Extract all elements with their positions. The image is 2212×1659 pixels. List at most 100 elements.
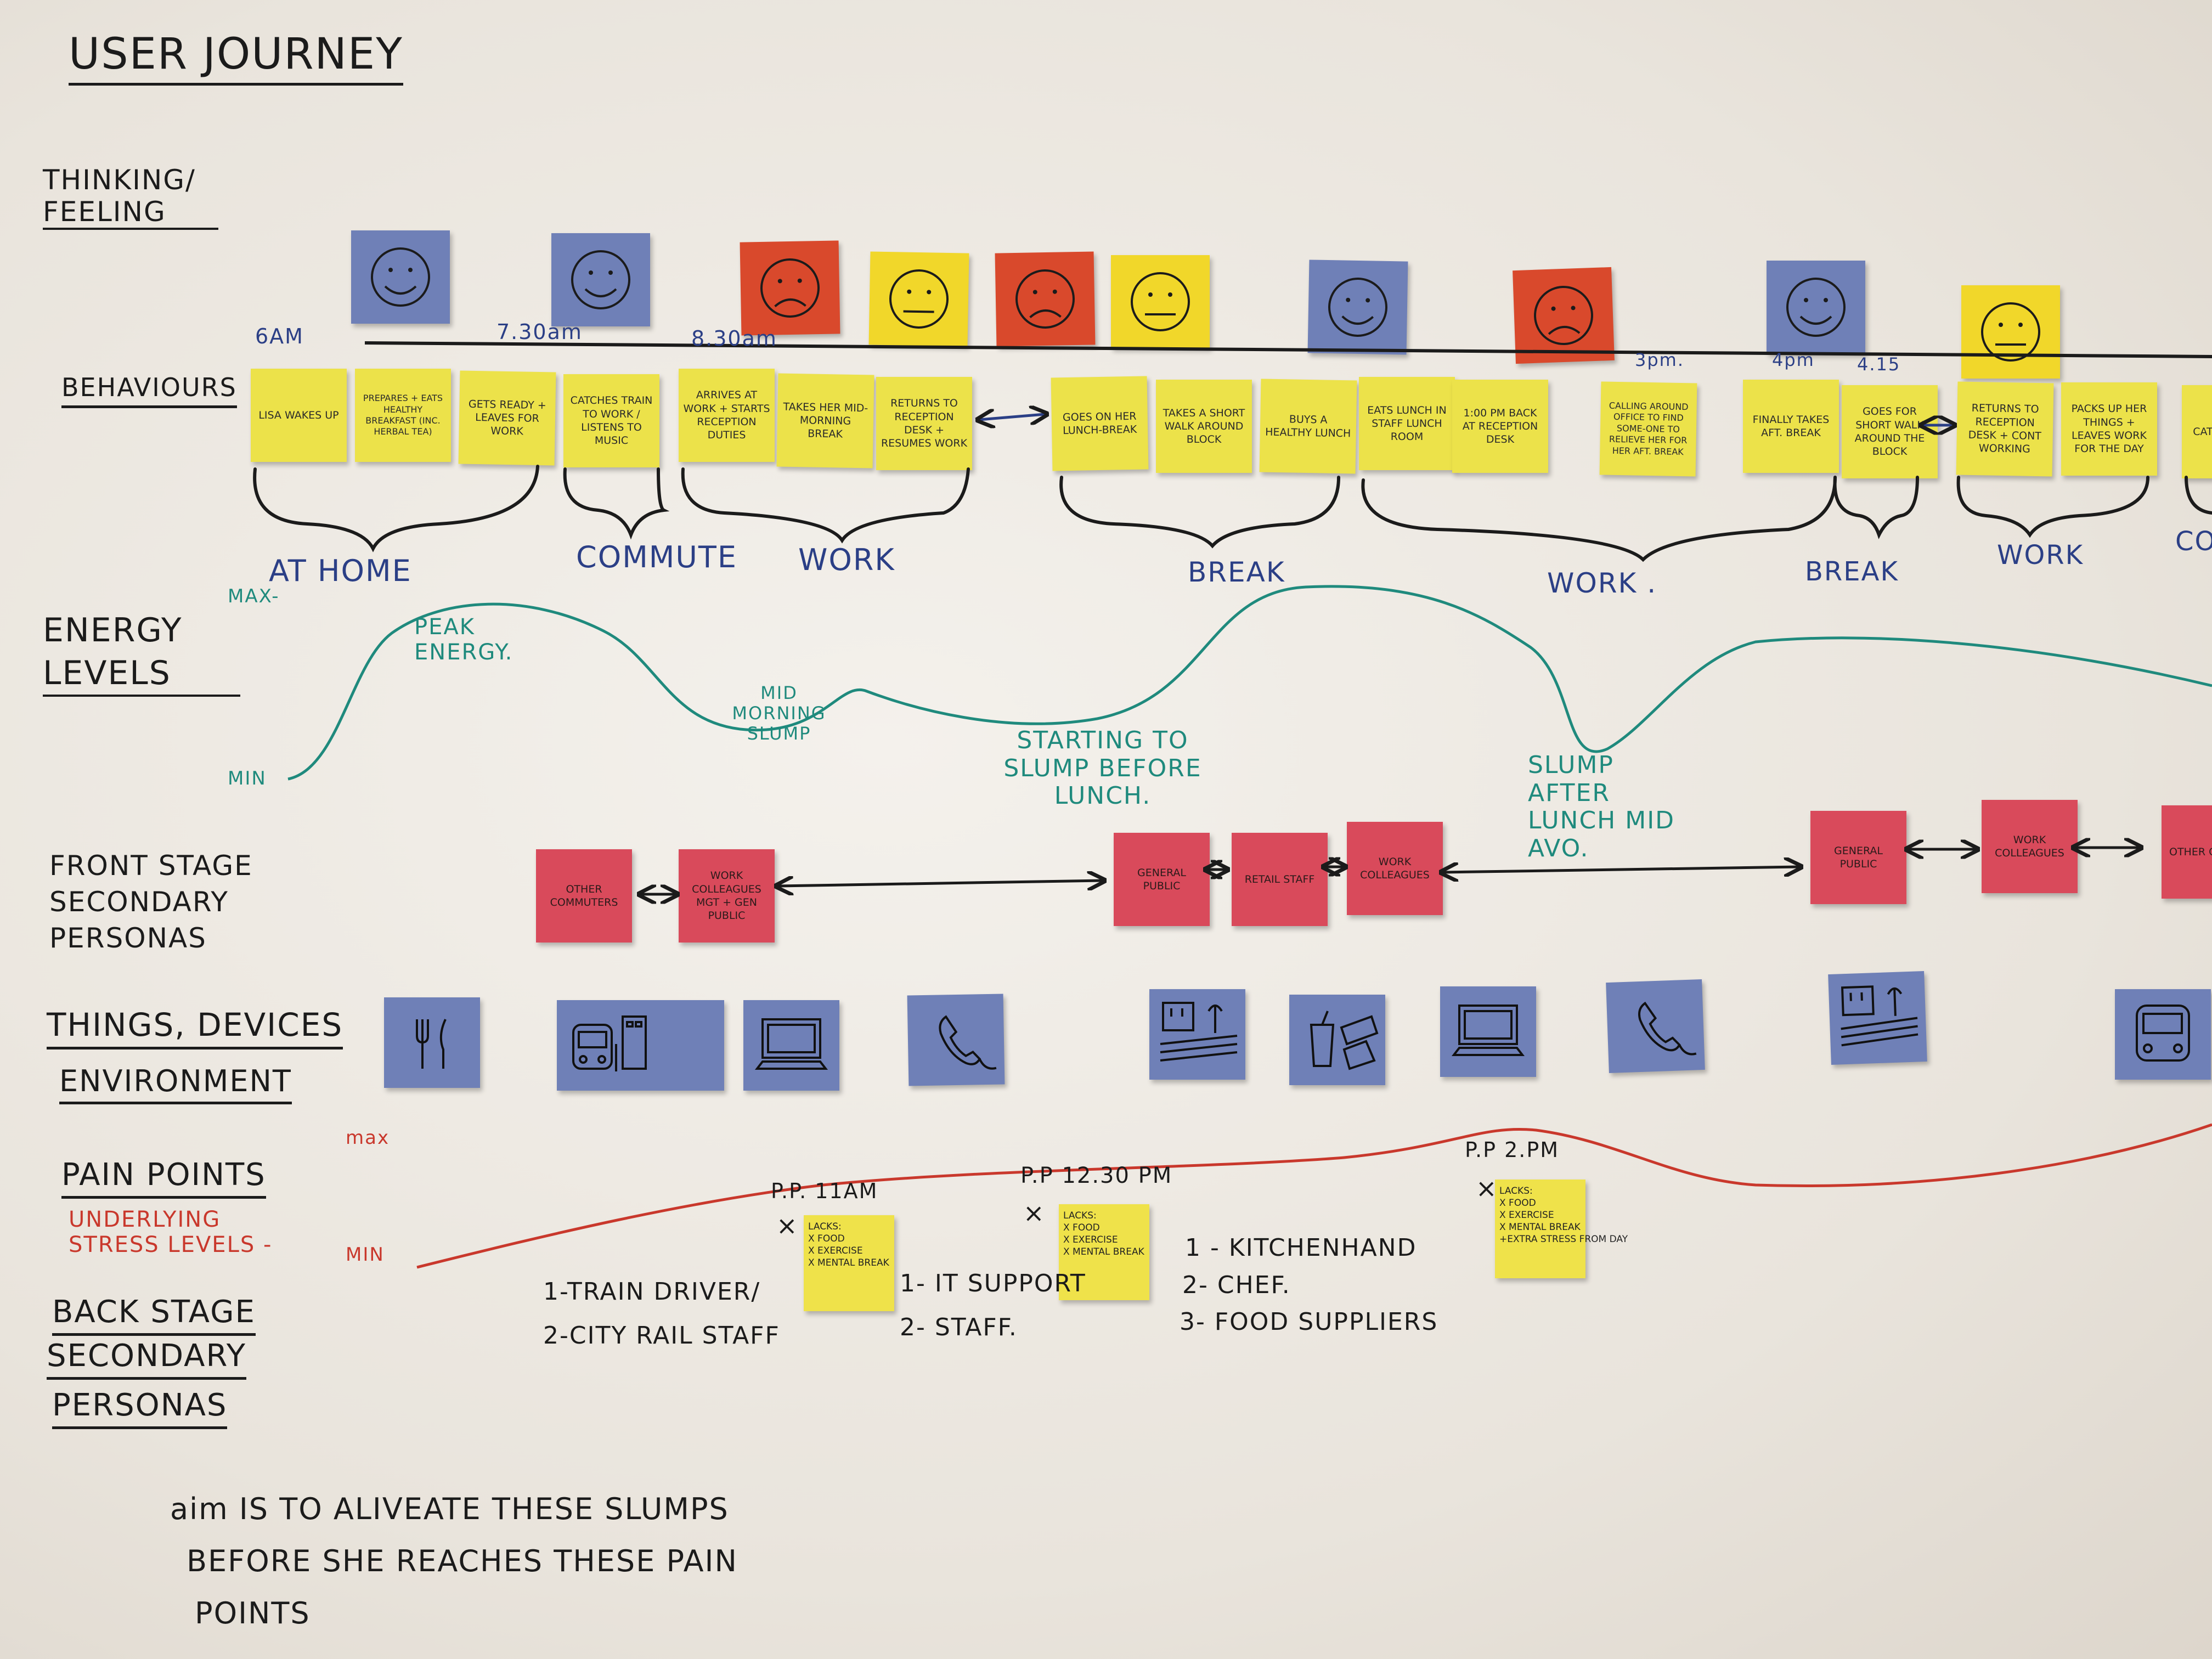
pain-point-x-1: ×: [776, 1211, 799, 1240]
train-ticket-machine-icon: [557, 1000, 724, 1091]
time-3pm: 3pm.: [1635, 349, 1685, 370]
lacks-line: x EXERCISE: [1499, 1210, 1554, 1221]
behaviour-text: EATS LUNCH IN STAFF LUNCH ROOM: [1367, 404, 1447, 443]
lacks-line: LACKS:: [1063, 1210, 1097, 1221]
feeling-face-happy: [1307, 259, 1408, 355]
row-label-stress: UNDERLYING STRESS LEVELS -: [69, 1207, 273, 1257]
back-stage-group-1-line-1: 1-TRAIN DRIVER/: [543, 1278, 761, 1306]
pain-point-x-2: ×: [1023, 1198, 1046, 1228]
behaviour-text: CATCHES TRAIN TO WORK / LISTENS TO MUSIC: [570, 394, 653, 447]
behaviour-text: TAKES A SHORT WALK AROUND BLOCK: [1163, 407, 1245, 446]
energy-starting-slump-label: STARTING TO SLUMP BEFORE LUNCH.: [1003, 726, 1202, 810]
feeling-face-happy: [551, 233, 650, 326]
row-label-back-stage-2: SECONDARY: [47, 1338, 246, 1380]
phase-work-3: WORK: [1997, 540, 2084, 571]
front-stage-persona-note: WORK COLLEAGUES MGT + GEN PUBLIC: [679, 849, 775, 943]
behaviour-note: TAKES A SHORT WALK AROUND BLOCK: [1156, 380, 1252, 473]
persona-text: WORK COLLEAGUES: [1995, 833, 2064, 859]
lacks-line: x MENTAL BREAK: [1499, 1222, 1581, 1233]
front-stage-persona-note: WORK COLLEAGUES: [1982, 800, 2078, 893]
behaviour-note: RETURNS TO RECEPTION DESK + RESUMES WORK: [876, 377, 972, 470]
lacks-line: x FOOD: [808, 1233, 845, 1245]
behaviour-note: GOES FOR SHORT WALK AROUND THE BLOCK: [1842, 385, 1938, 478]
behaviour-note: FINALLY TAKES AFT. BREAK: [1743, 380, 1839, 473]
time-730am: 7.30am: [496, 320, 583, 344]
row-label-things: THINGS, DEVICES: [47, 1007, 343, 1049]
pain-point-label-2: P.P 12.30 pm: [1020, 1163, 1173, 1188]
lacks-line: x EXERCISE: [1063, 1234, 1118, 1246]
behaviour-note: ARRIVES AT WORK + STARTS RECEPTION DUTIE…: [679, 369, 775, 462]
row-label-back-stage-3: PERSONAS: [52, 1387, 228, 1430]
phase-break-1: BREAK: [1188, 556, 1285, 588]
behaviour-note: PREPARES + EATS HEALTHY BREAKFAST (INC. …: [355, 369, 451, 462]
persona-text: WORK COLLEAGUES MGT + GEN PUBLIC: [692, 870, 761, 922]
telephone-icon: [907, 994, 1005, 1086]
row-label-energy: ENERGY LEVELS: [43, 609, 240, 697]
row-label-environment: ENVIRONMENT: [59, 1064, 292, 1105]
row-label-thinking: THINKING/ FEELING: [43, 164, 218, 230]
row-label-pain-points: PAIN POINTS: [61, 1157, 266, 1199]
telephone-icon: [1606, 979, 1705, 1074]
page-title: USER JOURNEY: [69, 30, 403, 86]
behaviour-note: PACKS UP HER THINGS + LEAVES WORK FOR TH…: [2061, 382, 2157, 476]
time-415: 4.15: [1857, 354, 1901, 375]
train-icon: [2115, 989, 2211, 1080]
behaviour-note: CAT TR HO US: [2182, 385, 2212, 478]
energy-slump-after-lunch-label: SLUMP AFTER LUNCH MID AVO.: [1528, 751, 1675, 862]
pain-point-label-1: P.P. 11am: [771, 1179, 878, 1203]
persona-text: OTHER COMMU: [2169, 845, 2212, 858]
feeling-face-sad: [995, 251, 1096, 347]
feeling-face-happy: [351, 230, 450, 324]
aim-line-3: POINTS: [195, 1596, 311, 1630]
row-label-back-stage-1: BACK STAGE: [52, 1294, 256, 1336]
time-4pm: 4pm: [1772, 349, 1815, 370]
front-stage-persona-note: OTHER COMMUTERS: [536, 849, 632, 943]
behaviour-text: PREPARES + EATS HEALTHY BREAKFAST (INC. …: [363, 393, 443, 437]
persona-text: OTHER COMMUTERS: [550, 883, 618, 909]
behaviour-note: CATCHES TRAIN TO WORK / LISTENS TO MUSIC: [563, 374, 659, 467]
time-830am: 8.30am: [691, 326, 777, 351]
back-stage-group-3-line-2: 2- CHEF.: [1182, 1271, 1291, 1299]
feeling-face-neutral: [1111, 255, 1210, 348]
stress-min-label: MIN: [346, 1244, 385, 1266]
phase-break-2: BREAK: [1805, 556, 1899, 587]
persona-text: GENERAL PUBLIC: [1834, 844, 1883, 870]
lacks-line: LACKS:: [1499, 1186, 1533, 1197]
behaviour-text: PACKS UP HER THINGS + LEAVES WORK FOR TH…: [2071, 403, 2147, 455]
feeling-face-neutral: [868, 251, 969, 347]
front-stage-persona-note: RETAIL STAFF: [1232, 833, 1328, 926]
back-stage-group-2-line-2: 2- STAFF.: [900, 1313, 1018, 1341]
phase-work-1: WORK: [798, 543, 895, 577]
behaviour-note: EATS LUNCH IN STAFF LUNCH ROOM: [1359, 377, 1455, 470]
energy-peak-label: PEAK ENERGY.: [414, 614, 514, 665]
lacks-line: x MENTAL BREAK: [808, 1257, 889, 1269]
pain-point-label-3: P.P 2.pm: [1465, 1138, 1560, 1162]
pain-point-note-3: LACKS:x FOODx EXERCISEx MENTAL BREAK+EXT…: [1495, 1180, 1628, 1278]
phase-at-home: AT HOME: [269, 554, 412, 588]
energy-max-label: MAX-: [228, 585, 280, 607]
behaviour-text: CAT TR HO US: [2193, 425, 2212, 438]
back-stage-group-1-line-2: 2-CITY RAIL STAFF: [543, 1322, 780, 1350]
lacks-line: +EXTRA STRESS FROM DAY: [1499, 1234, 1628, 1245]
behaviour-text: FINALLY TAKES AFT. BREAK: [1752, 413, 1830, 439]
aim-line-2: BEFORE SHE REACHES THESE PAIN: [187, 1544, 738, 1578]
persona-text: RETAIL STAFF: [1244, 873, 1315, 885]
back-stage-group-3-line-3: 3- FOOD SUPPLIERS: [1180, 1308, 1438, 1336]
energy-mid-morning-label: MID MORNING SLUMP: [732, 682, 826, 744]
takeaway-lunch-icon: [1289, 995, 1385, 1085]
computer-icon: [743, 1000, 839, 1091]
behaviour-text: RETURNS TO RECEPTION DESK + RESUMES WORK: [881, 397, 968, 450]
persona-text: GENERAL PUBLIC: [1137, 866, 1186, 892]
pain-point-x-3: ×: [1476, 1173, 1498, 1203]
feeling-face-happy: [1767, 261, 1865, 354]
lacks-line: x FOOD: [1499, 1198, 1536, 1209]
back-stage-group-2-line-1: 1- IT SUPPORT: [900, 1269, 1086, 1297]
street-walk-icon: [1828, 970, 1927, 1065]
